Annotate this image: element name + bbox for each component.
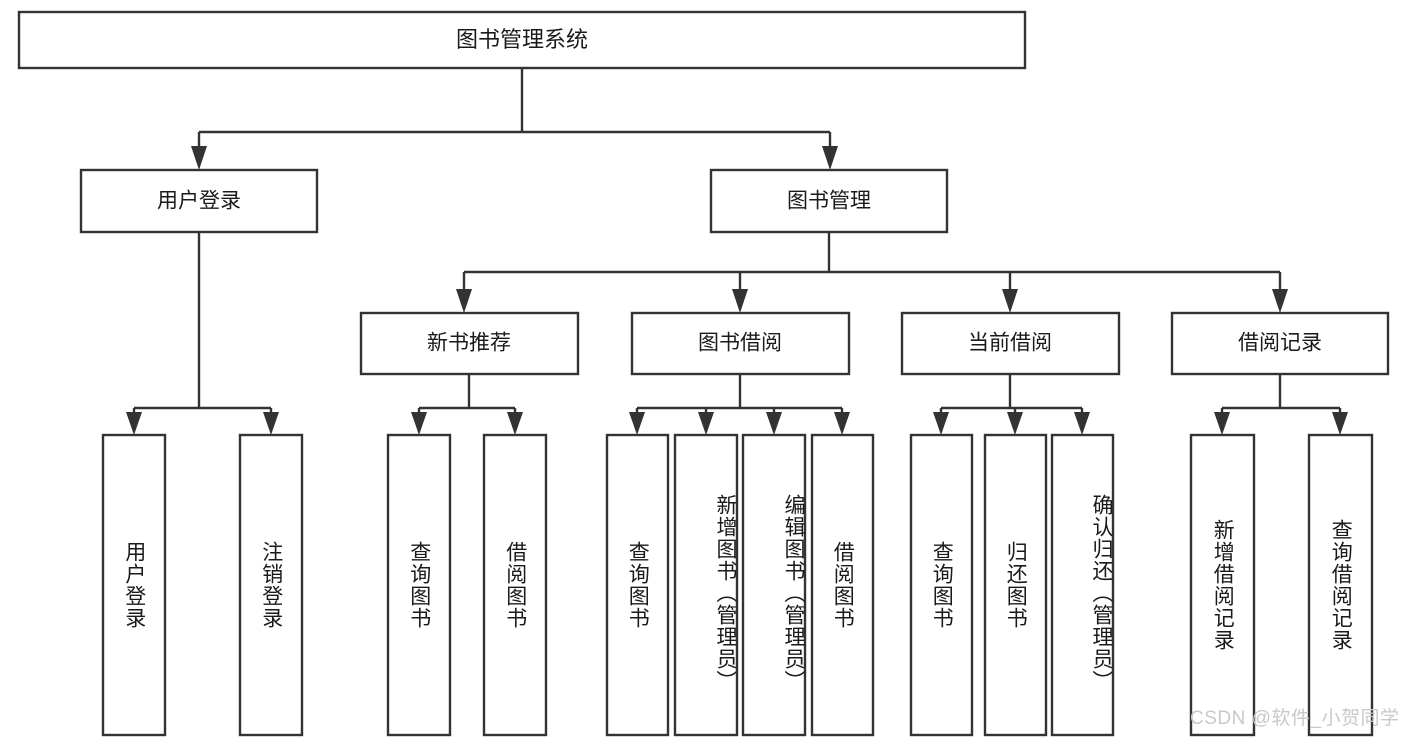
arrowhead-bb-3	[766, 412, 782, 435]
arrowhead-cb-1	[933, 412, 949, 435]
leaf-box-borrow-book-nbr[interactable]	[482, 433, 548, 737]
connector-book-mgmt-to-level3	[456, 232, 1288, 313]
leaf-box-query-book-cb[interactable]	[909, 433, 974, 737]
arrowhead-bb-2	[698, 412, 714, 435]
leaf-box-edit-book-admin[interactable]	[741, 433, 807, 737]
arrowhead-leaf-logout	[263, 412, 279, 435]
arrowhead-leaf-user-login	[126, 412, 142, 435]
leaf-box-query-book-nbr[interactable]	[386, 433, 452, 737]
node-borrow-record-label: 借阅记录	[1238, 332, 1322, 355]
node-book-borrow-label: 图书借阅	[698, 332, 782, 355]
node-new-book-recommend-label: 新书推荐	[427, 332, 511, 355]
leaf-box-user-login[interactable]	[101, 433, 167, 737]
node-book-borrow[interactable]: 图书借阅	[630, 311, 851, 376]
node-current-borrow-box[interactable]	[900, 311, 1121, 376]
node-borrow-record-box[interactable]	[1170, 311, 1390, 376]
node-current-borrow-label: 当前借阅	[968, 332, 1052, 355]
node-new-book-recommend[interactable]: 新书推荐	[359, 311, 580, 376]
arrowhead-cb-2	[1007, 412, 1023, 435]
arrowhead-bb-1	[629, 412, 645, 435]
node-new-book-recommend-box[interactable]	[359, 311, 580, 376]
arrowhead-br-1	[1214, 412, 1230, 435]
leaf-box-add-borrow-record[interactable]	[1189, 433, 1256, 737]
leaf-box-add-book-admin[interactable]	[673, 433, 739, 737]
node-user-login-label: 用户登录	[157, 190, 241, 213]
node-root-label: 图书管理系统	[456, 27, 588, 52]
leaf-box-logout[interactable]	[238, 433, 304, 737]
arrowhead-nbr-2	[507, 412, 523, 435]
connector-root-to-level2	[191, 68, 838, 170]
leaf-box-query-borrow-record[interactable]	[1307, 433, 1374, 737]
node-book-management[interactable]: 图书管理	[709, 168, 949, 234]
arrowhead-new-book-rec	[456, 289, 472, 313]
node-root[interactable]: 图书管理系统	[17, 10, 1027, 70]
leaf-box-confirm-return-admin[interactable]	[1050, 433, 1115, 737]
arrowhead-current-borrow	[1002, 289, 1018, 313]
node-root-box[interactable]	[17, 10, 1027, 70]
arrowhead-nbr-1	[411, 412, 427, 435]
leaf-box-return-book[interactable]	[983, 433, 1048, 737]
node-book-management-label: 图书管理	[787, 190, 871, 213]
node-borrow-record[interactable]: 借阅记录	[1170, 311, 1390, 376]
connector-user-login-to-leaves	[126, 232, 279, 435]
connector-new-book-recommend-to-leaves	[411, 374, 523, 435]
node-book-borrow-box[interactable]	[630, 311, 851, 376]
connector-current-borrow-to-leaves	[933, 374, 1090, 435]
arrowhead-user-login	[191, 146, 207, 170]
connector-book-borrow-to-leaves	[629, 374, 850, 435]
leaf-box-borrow-book-bb[interactable]	[810, 433, 875, 737]
leaf-box-query-book-bb[interactable]	[605, 433, 670, 737]
arrowhead-book-mgmt	[822, 146, 838, 170]
arrowhead-br-2	[1332, 412, 1348, 435]
arrowhead-book-borrow	[732, 289, 748, 313]
connector-borrow-record-to-leaves	[1214, 374, 1348, 435]
node-current-borrow[interactable]: 当前借阅	[900, 311, 1121, 376]
arrowhead-cb-3	[1074, 412, 1090, 435]
arrowhead-bb-4	[834, 412, 850, 435]
csdn-watermark: CSDN @软件_小贺同学	[1190, 708, 1400, 729]
node-book-management-box[interactable]	[709, 168, 949, 234]
leaf-boxes	[101, 433, 1374, 737]
arrowhead-borrow-record	[1272, 289, 1288, 313]
node-user-login[interactable]: 用户登录	[79, 168, 319, 234]
